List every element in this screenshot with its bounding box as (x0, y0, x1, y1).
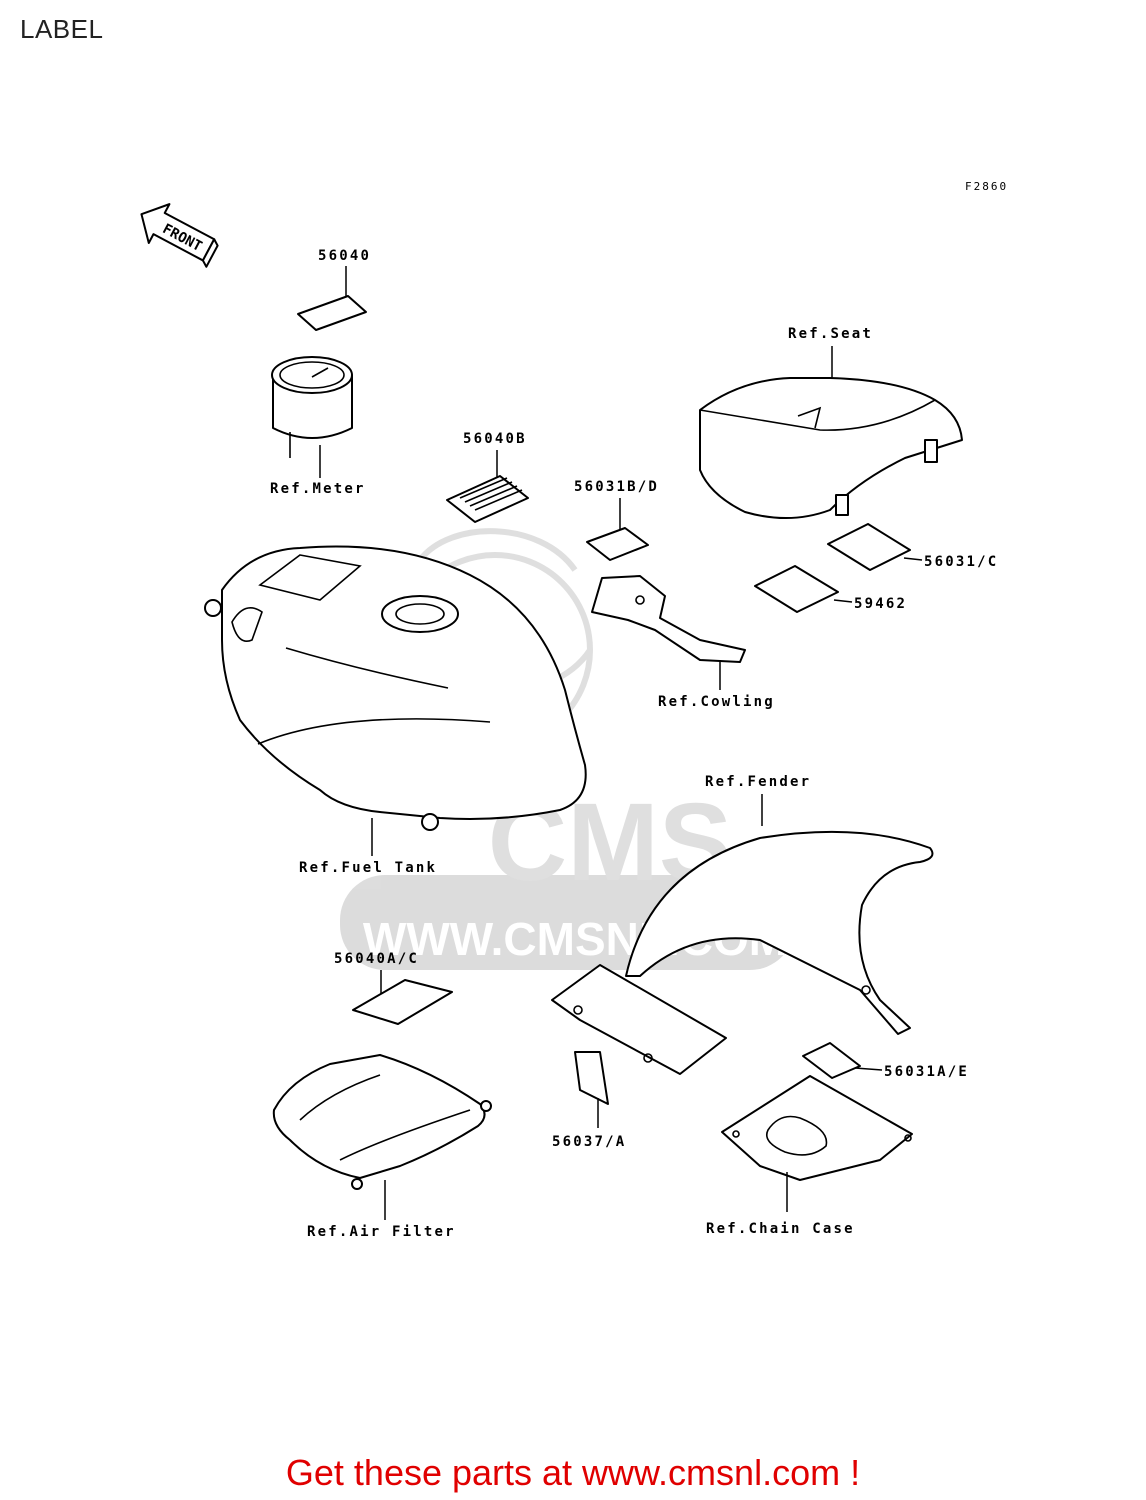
part-56031ae-label: 56031A/E (884, 1064, 969, 1080)
part-56037a-label: 56037/A (552, 1134, 626, 1150)
decal-56037a (574, 1051, 609, 1105)
front-arrow-icon: FRONT (140, 203, 219, 268)
decal-56031ae (802, 1042, 861, 1079)
air-filter-part (272, 1054, 492, 1190)
decal-59462 (754, 565, 839, 613)
chain-case-ref-label: Ref.Chain Case (706, 1221, 855, 1237)
seat-ref-label: Ref.Seat (788, 326, 873, 342)
decal-56031bd (586, 527, 649, 561)
fuel-tank-part (204, 545, 587, 831)
meter-ref-label: Ref.Meter (270, 481, 366, 497)
part-56031bd-label: 56031B/D (574, 479, 659, 495)
part-59462-label: 59462 (854, 596, 907, 612)
fender-ref-label: Ref.Fender (705, 774, 811, 790)
decal-56040ac (352, 979, 453, 1025)
part-56040b-label: 56040B (463, 431, 527, 447)
decal-56040 (297, 295, 367, 331)
part-56040ac-label: 56040A/C (334, 951, 419, 967)
fender-bracket-part (551, 964, 727, 1075)
part-56040-label: 56040 (318, 248, 371, 264)
part-56031c-label: 56031/C (924, 554, 998, 570)
seat-part (699, 377, 963, 519)
air-filter-ref-label: Ref.Air Filter (307, 1224, 456, 1240)
cowling-part (591, 575, 746, 663)
chain-case-part (721, 1075, 913, 1181)
decal-56031c (827, 523, 911, 571)
fuel-tank-ref-label: Ref.Fuel Tank (299, 860, 437, 876)
page-title: LABEL (20, 14, 104, 44)
footer-cta-link[interactable]: Get these parts at www.cmsnl.com ! (285, 1452, 861, 1493)
figure-code: F2860 (965, 180, 1008, 193)
fender-part (625, 830, 934, 1035)
cowling-ref-label: Ref.Cowling (658, 694, 775, 710)
meter-part (271, 356, 353, 458)
